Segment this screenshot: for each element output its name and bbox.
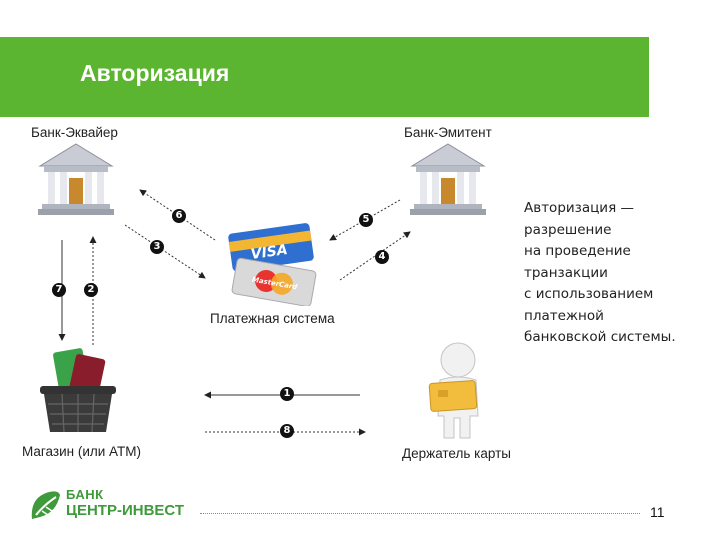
definition-line: платежной: [524, 307, 604, 324]
logo-leaf-icon: [31, 491, 60, 519]
step-4-marker: 4: [375, 250, 389, 264]
issuer-label: Банк-Эмитент: [404, 125, 492, 140]
definition-line: транзакции: [524, 264, 608, 281]
arrow-step-3: [124, 224, 206, 279]
step-3-marker: 3: [150, 240, 164, 254]
step-2-marker: 2: [84, 283, 98, 297]
step-6-marker: 6: [172, 209, 186, 223]
step-1-marker: 1: [280, 387, 294, 401]
slide-header: Авторизация: [0, 37, 649, 117]
visa-card-text: VISA: [250, 242, 289, 263]
definition-line: разрешение: [524, 221, 612, 238]
person-with-card-icon: [428, 342, 479, 439]
definition-line: на проведение: [524, 243, 631, 259]
payment-cards-icon: VISA MasterCard: [228, 223, 317, 306]
step-5-marker: 5: [359, 213, 373, 227]
definition-text: Авторизация — разрешение на проведение т…: [524, 198, 714, 349]
logo-text-bank: БАНК: [66, 487, 104, 502]
acquirer-label: Банк-Эквайер: [31, 125, 118, 140]
slide-title: Авторизация: [80, 60, 230, 86]
page-number: 11: [650, 504, 665, 520]
cardholder-label: Держатель карты: [402, 446, 511, 461]
step-8-marker: 8: [280, 424, 294, 438]
shop-label: Магазин (или ATM): [22, 444, 142, 459]
definition-line: банковской системы.: [524, 329, 676, 345]
logo-text-name: ЦЕНТР-ИНВЕСТ: [66, 502, 185, 519]
payment-system-label: Платежная система: [210, 311, 335, 326]
bank-building-icon: [38, 143, 114, 215]
bank-building-icon: [410, 143, 486, 215]
step-7-marker: 7: [52, 283, 66, 297]
shopping-basket-icon: [40, 348, 116, 433]
footer-divider: [200, 513, 640, 514]
definition-line: Авторизация —: [524, 200, 634, 216]
definition-line: с использованием: [524, 286, 654, 302]
